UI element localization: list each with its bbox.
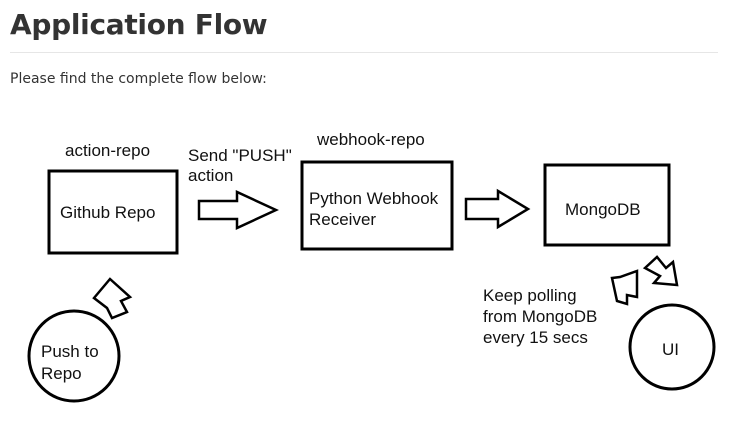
- webhook-to-mongodb-arrow: [464, 188, 531, 230]
- mongodb-to-ui-arrow: [642, 255, 679, 287]
- ui-label: UI: [662, 340, 679, 359]
- mongodb-label: MongoDB: [565, 200, 641, 219]
- polling-label-line-3: every 15 secs: [483, 328, 588, 347]
- send-push-label-line-2: action: [188, 166, 233, 185]
- polling-label-line-1: Keep polling: [483, 286, 577, 305]
- github-repo-caption: action-repo: [65, 141, 150, 160]
- polling-label-line-2: from MongoDB: [483, 307, 597, 326]
- title-divider: [10, 52, 718, 53]
- intro-text: Please find the complete flow below:: [10, 71, 267, 87]
- push-to-repo-label-line-2: Repo: [41, 364, 82, 383]
- page-title: Application Flow: [10, 8, 268, 41]
- push-to-repo-circle: [27, 309, 121, 403]
- webhook-receiver-label-line-2: Receiver: [309, 210, 376, 229]
- mongodb-box: [543, 163, 671, 247]
- send-push-label-line-1: Send "PUSH": [188, 146, 292, 165]
- github-repo-label: Github Repo: [60, 203, 155, 222]
- send-push-arrow: [197, 190, 279, 230]
- ui-polling-arrow: [610, 269, 639, 306]
- github-repo-box: [47, 169, 179, 255]
- push-to-repo-label-line-1: Push to: [41, 342, 99, 361]
- push-to-github-arrow: [92, 277, 133, 320]
- webhook-receiver-box: [300, 160, 454, 251]
- ui-circle: [628, 303, 716, 391]
- webhook-receiver-caption: webhook-repo: [316, 130, 425, 149]
- webhook-receiver-label-line-1: Python Webhook: [309, 189, 439, 208]
